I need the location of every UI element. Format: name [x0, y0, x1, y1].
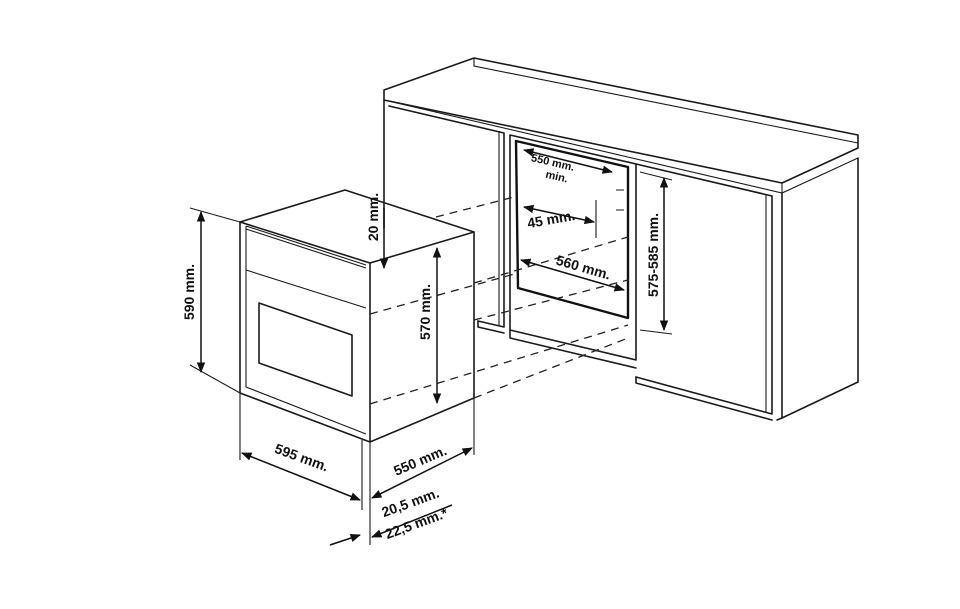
label-oven-height: 590 mm. — [181, 264, 197, 320]
right-door — [635, 163, 773, 415]
label-niche-side-gap: 45 mm. — [526, 207, 576, 231]
oven-top — [239, 189, 475, 264]
cabinet-plinth — [477, 320, 773, 421]
control-panel-line — [245, 269, 367, 309]
label-niche-height: 575-585 mm. — [645, 213, 661, 297]
label-niche-depth-2: min. — [544, 169, 569, 186]
cabinet-body — [383, 99, 859, 419]
oven-window — [258, 302, 353, 397]
dimension-lines — [189, 148, 673, 546]
oven — [239, 189, 475, 443]
label-inner-height: 570 mm. — [417, 284, 433, 340]
kitchen-cabinet — [383, 57, 859, 421]
label-top-gap: 20 mm. — [365, 193, 381, 241]
dimension-labels: 590 mm. 595 mm. 550 mm. 20 mm. 570 mm. 2… — [181, 152, 661, 542]
left-door — [388, 105, 505, 328]
